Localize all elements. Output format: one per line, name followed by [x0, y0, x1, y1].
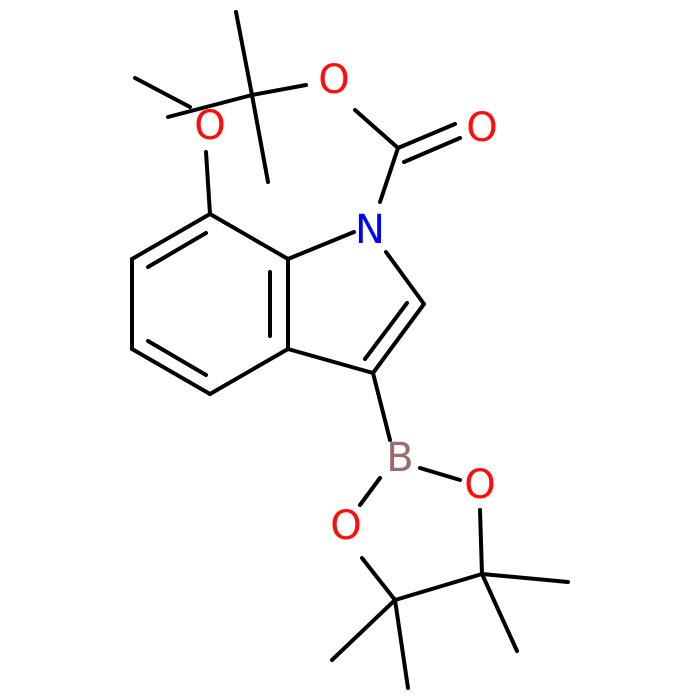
bond-c7a-c7	[208, 212, 290, 261]
bond-o-left-to-c-left	[360, 556, 397, 602]
bond-ester-oxygen-to-carbonyl-carbon	[353, 108, 400, 150]
bond-c-left-methyl-1	[330, 598, 397, 662]
bond-c2-c3-inner	[363, 301, 409, 361]
bond-methoxy-o-to-c7	[204, 150, 212, 216]
atom-label-boron: B	[386, 435, 413, 481]
bond-c5-c4-inner	[146, 339, 208, 377]
atom-label-indole-nitrogen: N	[355, 207, 385, 253]
bond-c-right-methyl-1	[480, 572, 570, 584]
bond-c7a-n	[286, 230, 356, 261]
bond-c3-c3a	[286, 347, 375, 375]
bond-c7-c6-inner	[146, 231, 208, 269]
bond-o-right-to-c-right	[478, 508, 484, 576]
bond-c-right-to-c-left	[393, 572, 484, 602]
bond-boron-to-o-right	[418, 466, 462, 482]
bond-tbu-methyl-left	[166, 93, 254, 119]
bond-c3-to-boron	[371, 371, 392, 442]
bond-boron-to-o-left	[358, 476, 382, 507]
atom-label-carbonyl-oxygen: O	[466, 105, 497, 151]
bond-c7-c6	[130, 212, 212, 261]
bond-c-left-methyl-2	[393, 598, 410, 690]
bond-tbu-to-ester-oxygen	[250, 83, 308, 97]
bond-carbonyl-carbon-to-n	[378, 146, 400, 204]
atom-label-ester-oxygen: O	[318, 57, 349, 103]
bond-c5-c4	[130, 347, 212, 396]
bond-carbonyl-double-2	[402, 136, 462, 164]
atom-label-dioxaborolane-oxygen-right: O	[464, 462, 495, 508]
bond-c2-c3	[371, 302, 426, 375]
atom-label-methoxy-oxygen: O	[194, 103, 225, 149]
bond-carbonyl-double-1	[396, 122, 457, 150]
bond-n-c2	[384, 250, 426, 306]
atom-label-dioxaborolane-oxygen-left: O	[330, 503, 361, 549]
bond-c-right-methyl-2	[480, 572, 519, 653]
bond-methoxy-methyl	[133, 76, 192, 109]
bond-c4-c3a	[208, 347, 290, 396]
bond-tbu-methyl-top	[234, 10, 254, 97]
bond-tbu-methyl-bottom	[250, 93, 270, 184]
